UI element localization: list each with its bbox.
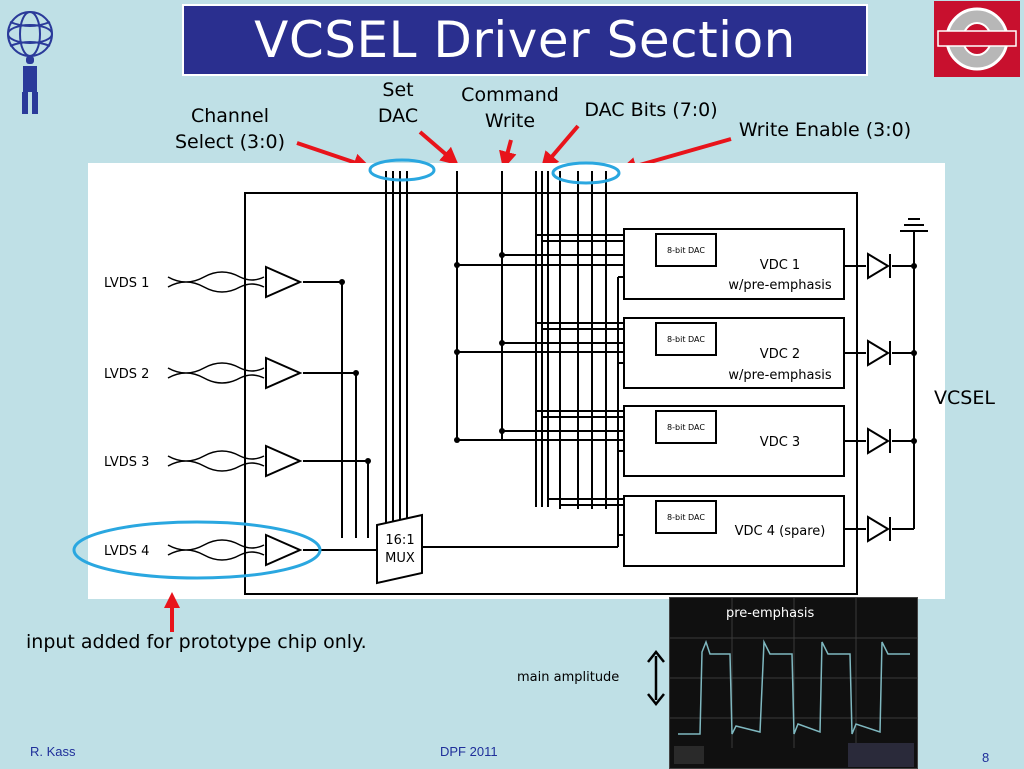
vcsel1-diode: [867, 252, 890, 280]
dac-bits-arrow: [540, 124, 580, 170]
vdc2-name: VDC 2: [760, 347, 800, 362]
vdc3-name: VDC 3: [760, 435, 800, 450]
prototype-arrow-head: [164, 592, 180, 608]
lvds3-buffer: [265, 444, 303, 478]
command-write-line2: Write: [484, 110, 536, 132]
channel-select-line1: Channel: [190, 105, 269, 127]
vcsel-driver-diagram: 16:1 MUX 8-bit DAC 8-bit DAC 8-bit DAC 8…: [104, 171, 928, 595]
vcsel3-diode: [867, 427, 890, 455]
dac1-block: [655, 233, 717, 267]
chip-outline: [244, 192, 858, 595]
atlas-logo-icon: [7, 11, 53, 114]
footer-author: R. Kass: [30, 744, 76, 759]
set-dac-arrow: [418, 130, 459, 166]
dac4-block: [655, 500, 717, 534]
lvds1-label: LVDS 1: [104, 276, 149, 291]
mux-label-line2: MUX: [385, 551, 415, 566]
write-enable-label: Write Enable (3:0): [738, 119, 912, 141]
ohio-state-logo-icon: [934, 1, 1020, 77]
lvds2-label: LVDS 2: [104, 367, 149, 382]
vdc1-sub: w/pre-emphasis: [728, 278, 832, 293]
vcsel2-diode: [867, 339, 890, 367]
lvds1-line: [167, 271, 265, 293]
vdc2-sub: w/pre-emphasis: [728, 368, 832, 383]
slide-title: VCSEL Driver Section: [254, 11, 796, 69]
command-write-label: Command Write: [454, 82, 566, 134]
dac-bits-label: DAC Bits (7:0): [584, 99, 718, 121]
lvds4-line: [167, 539, 265, 561]
lvds1-buffer: [265, 265, 303, 299]
set-dac-line1: Set: [382, 79, 414, 101]
lvds2-buffer: [265, 356, 303, 390]
amplitude-arrow-icon: [647, 650, 665, 706]
command-write-arrow: [499, 139, 517, 170]
vdc1-name: VDC 1: [760, 258, 800, 273]
set-dac-highlight: [368, 158, 436, 182]
vcsel-label: VCSEL: [934, 387, 995, 409]
main-amplitude-label: main amplitude: [517, 670, 620, 685]
lvds3-label: LVDS 3: [104, 455, 149, 470]
set-dac-line2: DAC: [377, 105, 419, 127]
page-number: 8: [982, 750, 990, 765]
footer-conference: DPF 2011: [440, 744, 498, 759]
pre-emphasis-label: pre-emphasis: [726, 606, 815, 621]
lvds2-line: [167, 362, 265, 384]
dac3-label: 8-bit DAC: [667, 423, 705, 432]
dac4-label: 8-bit DAC: [667, 513, 705, 522]
write-enable-highlight: [551, 161, 621, 185]
lvds4-highlight: [72, 520, 322, 580]
mux-shape: [376, 513, 423, 585]
mux-label-line1: 16:1: [385, 533, 414, 548]
lvds4-buffer: [265, 533, 303, 567]
vdc4-name: VDC 4 (spare): [735, 524, 826, 539]
channel-select-line2: Select (3:0): [174, 131, 286, 153]
dac3-block: [655, 410, 717, 444]
vcsel4-diode: [867, 515, 890, 543]
command-write-line1: Command: [461, 84, 559, 106]
dac2-block: [655, 322, 717, 356]
title-banner: VCSEL Driver Section: [182, 4, 868, 76]
oscilloscope-image: pre-emphasis: [669, 597, 918, 769]
prototype-note: input added for prototype chip only.: [26, 631, 367, 653]
set-dac-label: Set DAC: [360, 77, 436, 129]
dac1-label: 8-bit DAC: [667, 246, 705, 255]
channel-select-label: Channel Select (3:0): [160, 103, 300, 155]
scope-trace: [678, 639, 910, 735]
lvds4-label: LVDS 4: [104, 544, 149, 559]
lvds3-line: [167, 450, 265, 472]
dac2-label: 8-bit DAC: [667, 335, 705, 344]
